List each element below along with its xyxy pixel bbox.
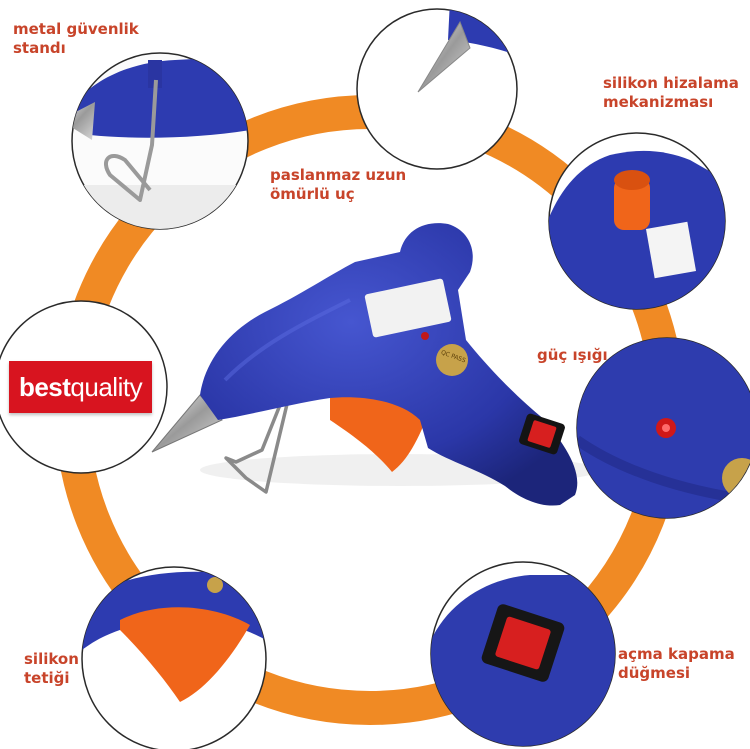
label-metal-stand: metal güvenlik standı	[13, 20, 139, 57]
glue-gun-image: QC PASS	[151, 223, 600, 506]
label-switch: açma kapama düğmesi	[618, 645, 735, 682]
detail-switch	[430, 561, 616, 747]
brand-strong-text: best	[18, 371, 71, 402]
detail-metal-stand	[71, 52, 249, 230]
label-alignment: silikon hizalama mekanizması	[603, 74, 739, 111]
detail-trigger	[81, 566, 267, 749]
qc-pass-stamp	[436, 344, 468, 376]
label-trigger: silikon tetiği	[24, 650, 79, 687]
label-nozzle: paslanmaz uzun ömürlü uç	[270, 166, 407, 203]
label-power-light: güç ışığı	[537, 346, 608, 364]
detail-power-light	[576, 337, 750, 519]
detail-alignment	[548, 132, 726, 310]
brand-light-text: quality	[70, 371, 143, 402]
detail-nozzle	[356, 8, 518, 170]
